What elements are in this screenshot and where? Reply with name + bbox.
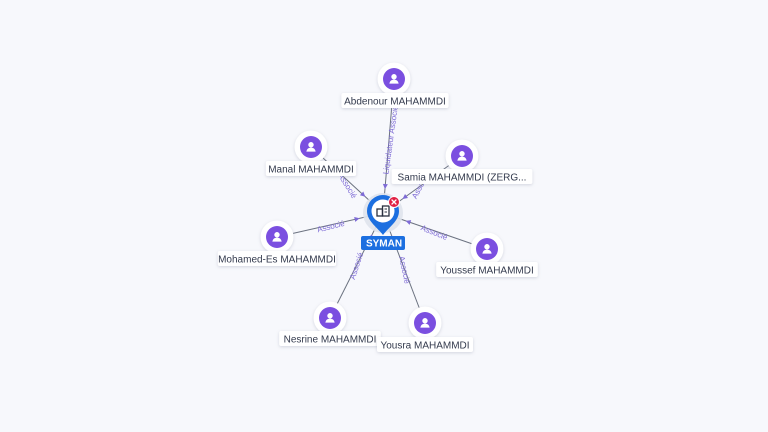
company-name-label: SYMAN [366, 239, 402, 250]
person-node[interactable]: Samia MAHAMMDI (ZERG... [391, 139, 533, 185]
person-label-box [279, 331, 381, 346]
building-icon [376, 205, 390, 217]
person-node[interactable]: Mohamed-Es MAHAMMDI [217, 220, 337, 267]
person-name-label: Nesrine MAHAMMDI [284, 335, 377, 346]
edge-role-label: Associé [316, 219, 346, 235]
edge-role-label: Associé [419, 223, 449, 242]
edge-arrow [354, 216, 360, 222]
person-node[interactable]: Abdenour MAHAMMDI [341, 62, 449, 109]
person-name-label: Abdenour MAHAMMDI [344, 97, 446, 108]
person-label-box [436, 262, 538, 277]
edge-arrow [405, 220, 412, 225]
edge-role-label: Associé [348, 251, 365, 281]
person-label-box [217, 251, 337, 266]
edge-arrow [382, 183, 388, 190]
person-name-label: Manal MAHAMMDI [268, 165, 354, 176]
person-name-label: Yousra MAHAMMDI [380, 341, 469, 352]
edge-role-label: Associé [397, 255, 412, 285]
person-name-label: Samia MAHAMMDI (ZERG... [398, 173, 527, 184]
close-icon [388, 196, 400, 208]
edge-arrow [359, 191, 366, 197]
person-node[interactable]: Youssef MAHAMMDI [436, 232, 538, 278]
person-label-box [265, 161, 357, 176]
person-node[interactable]: Manal MAHAMMDI [265, 130, 357, 177]
person-label-box [391, 169, 533, 184]
edge-role-label: Liquidateur Associé [381, 104, 400, 175]
person-name-label: Mohamed-Es MAHAMMDI [218, 255, 336, 266]
company-node[interactable]: SYMAN [361, 193, 405, 250]
person-label-box [341, 93, 449, 108]
person-node[interactable]: Yousra MAHAMMDI [377, 306, 473, 353]
person-label-box [377, 337, 473, 352]
persons-layer: Abdenour MAHAMMDI Manal MAHAMMDI Samia MAH… [217, 62, 538, 353]
person-name-label: Youssef MAHAMMDI [440, 266, 534, 277]
company-layer: SYMAN [361, 193, 405, 250]
person-node[interactable]: Nesrine MAHAMMDI [279, 301, 381, 347]
edge-arrow [402, 194, 408, 199]
company-label-box [361, 236, 405, 250]
